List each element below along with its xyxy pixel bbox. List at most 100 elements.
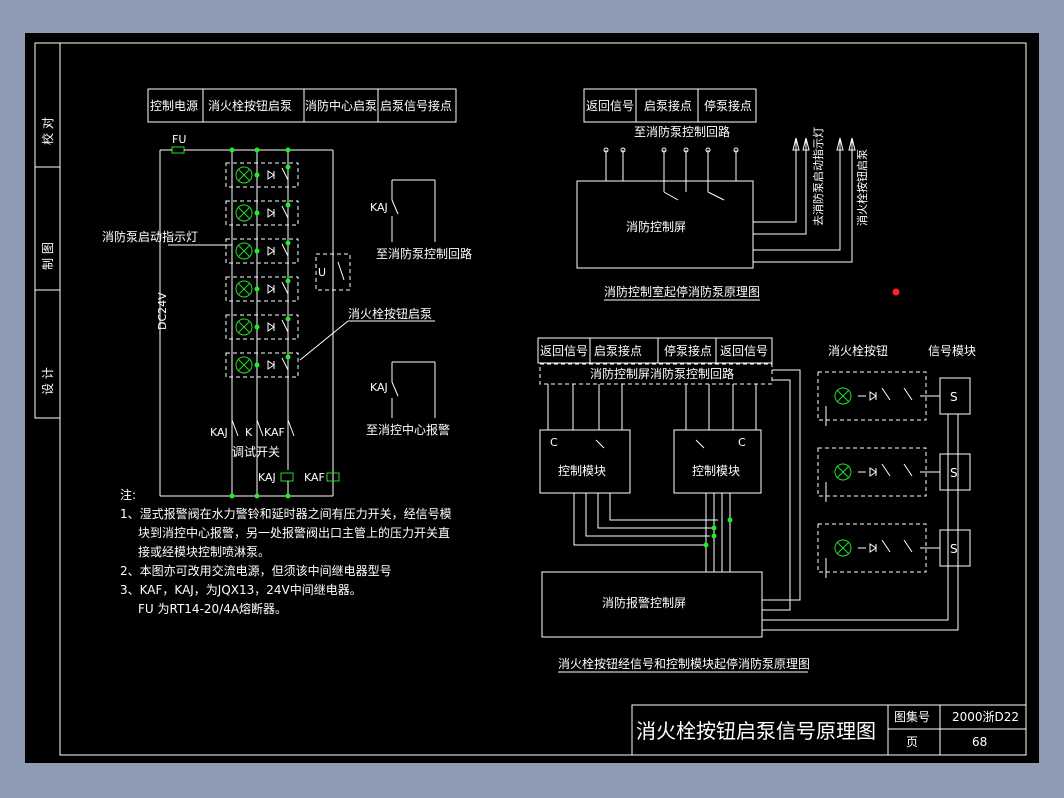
control-module-left — [539, 429, 631, 494]
signal-module-s: S — [950, 542, 958, 556]
br-button-row: S — [817, 371, 971, 426]
button-unit — [225, 314, 299, 340]
top-right-caption: 消防控制室起停消防泵原理图 — [604, 284, 760, 299]
br-header-start: 启泵接点 — [594, 343, 642, 358]
page-label: 页 — [906, 735, 918, 749]
alarm-control-screen-label: 消防报警控制屏 — [602, 595, 686, 610]
u-box — [315, 253, 351, 291]
signal-module-box — [939, 453, 971, 491]
note-line-4: 2、本图亦可改用交流电源，但须该中间继电器型号 — [120, 563, 392, 578]
br-button-row: S — [817, 523, 971, 578]
button-unit — [225, 352, 299, 378]
button-unit — [225, 238, 299, 264]
fire-control-screen-box — [576, 180, 754, 269]
diode-symbol — [267, 208, 275, 218]
fuse-label: FU — [172, 133, 186, 146]
cm-left-c: C — [550, 436, 558, 449]
left-header-cell-signal: 启泵信号接点 — [380, 98, 452, 113]
fire-control-screen-label: 消防控制屏 — [626, 219, 686, 234]
tr-header-start: 启泵接点 — [644, 98, 692, 113]
atlas-label: 图集号 — [894, 709, 930, 724]
diode-symbol — [267, 246, 275, 256]
button-units — [225, 162, 299, 378]
notes-block: 注: 1、湿式报警阀在水力警铃和延时器之间有压力开关，经信号模 块到消控中心报警… — [120, 487, 452, 616]
signal-module-box — [939, 377, 971, 415]
kaj-coil — [280, 472, 294, 482]
diode-symbol — [267, 170, 275, 180]
left-header-cell-button: 消火栓按钮启泵 — [208, 98, 292, 113]
kaj-label-2: KAJ — [370, 381, 388, 394]
note-line-3: 接或经模块控制喷淋泵。 — [138, 544, 270, 559]
side-label-check: 校 对 — [40, 117, 55, 145]
control-module-right — [673, 429, 762, 494]
br-indicator-lamp — [834, 387, 852, 405]
tr-terminals — [603, 147, 739, 201]
top-right-header-table: 返回信号 启泵接点 停泵接点 — [583, 88, 757, 123]
br-indicator-lamp — [834, 463, 852, 481]
tr-to-loop-label: 至消防泵控制回路 — [634, 124, 730, 139]
test-switch-label: 调试开关 — [232, 444, 280, 459]
br-col-module-label: 信号模块 — [928, 344, 976, 358]
notes-title: 注: — [120, 487, 136, 502]
kaj-label-3: KAJ — [210, 426, 228, 439]
button-unit — [225, 162, 299, 188]
indicator-lamp — [235, 318, 253, 336]
note-line-6: FU 为RT14-20/4A熔断器。 — [138, 601, 287, 616]
left-header-table: 控制电源 消火栓按钮启泵 消防中心启泵 启泵信号接点 — [147, 88, 457, 123]
cad-marker — [892, 288, 900, 296]
br-indicator-lamp — [834, 539, 852, 557]
indicator-lamp — [235, 242, 253, 260]
indicator-label: 消防泵启动指示灯 — [102, 229, 198, 244]
cm-left-label: 控制模块 — [558, 464, 606, 478]
side-label-draw: 制 图 — [41, 242, 55, 270]
indicator-lamp — [235, 356, 253, 374]
cm-right-c: C — [738, 436, 746, 449]
drawing-title: 消火栓按钮启泵信号原理图 — [636, 719, 876, 743]
to-center-label: 至消控中心报警 — [366, 422, 450, 437]
page-value: 68 — [972, 735, 987, 749]
br-bus-label: 消防控制屏消防泵控制回路 — [590, 366, 734, 381]
note-line-5: 3、KAF，KAJ，为JQX13，24V中间继电器。 — [120, 582, 362, 597]
br-header-stop: 停泵接点 — [664, 343, 712, 358]
br-button-rows: S S S — [817, 371, 971, 578]
bottom-right-header-table: 返回信号 启泵接点 停泵接点 返回信号 — [537, 337, 773, 364]
note-line-2: 块到消控中心报警，另一处报警阀出口主管上的压力开关直 — [138, 525, 450, 540]
indicator-lamp — [235, 166, 253, 184]
button-unit — [225, 276, 299, 302]
kaj-label-1: KAJ — [370, 201, 388, 214]
diode-symbol — [267, 360, 275, 370]
signal-module-box — [939, 529, 971, 567]
signal-module-s: S — [950, 390, 958, 404]
left-header-cell-center: 消防中心启泵 — [305, 98, 377, 113]
button-target-label: 消火栓按钮启泵 — [855, 149, 869, 226]
signal-module-s: S — [950, 466, 958, 480]
lamp-target-label: 去消防泵启动指示灯 — [811, 127, 825, 226]
tr-header-return: 返回信号 — [586, 99, 634, 113]
atlas-value: 2000浙D22 — [952, 710, 1019, 724]
cm-right-label: 控制模块 — [692, 464, 740, 478]
br-header-return-2: 返回信号 — [720, 344, 768, 358]
br-bus-drops — [547, 384, 757, 430]
br-module-wiring — [573, 493, 733, 572]
note-line-1: 1、湿式报警阀在水力警铃和延时器之间有压力开关，经信号模 — [120, 506, 452, 521]
side-title-strip — [34, 42, 61, 419]
title-block: 消火栓按钮启泵信号原理图 图集号 2000浙D22 页 68 — [631, 704, 1027, 756]
br-header-return-1: 返回信号 — [540, 344, 588, 358]
indicator-lamp — [235, 204, 253, 222]
kaf-coil — [326, 472, 340, 482]
kaf-label: KAF — [264, 426, 285, 439]
diode-symbol — [267, 284, 275, 294]
kaj-label-4: KAJ — [258, 471, 276, 484]
to-pump-label: 至消防泵控制回路 — [376, 246, 472, 261]
side-label-design: 设 计 — [41, 367, 55, 395]
kaf-label-2: KAF — [304, 471, 325, 484]
br-right-wiring — [762, 369, 959, 631]
br-button-row: S — [817, 447, 971, 502]
indicator-lamp — [235, 280, 253, 298]
tr-output-lines — [753, 137, 856, 263]
u-label: U — [318, 266, 326, 279]
bottom-right-caption: 消火栓按钮经信号和控制模块起停消防泵原理图 — [558, 656, 810, 671]
button-unit — [225, 200, 299, 226]
